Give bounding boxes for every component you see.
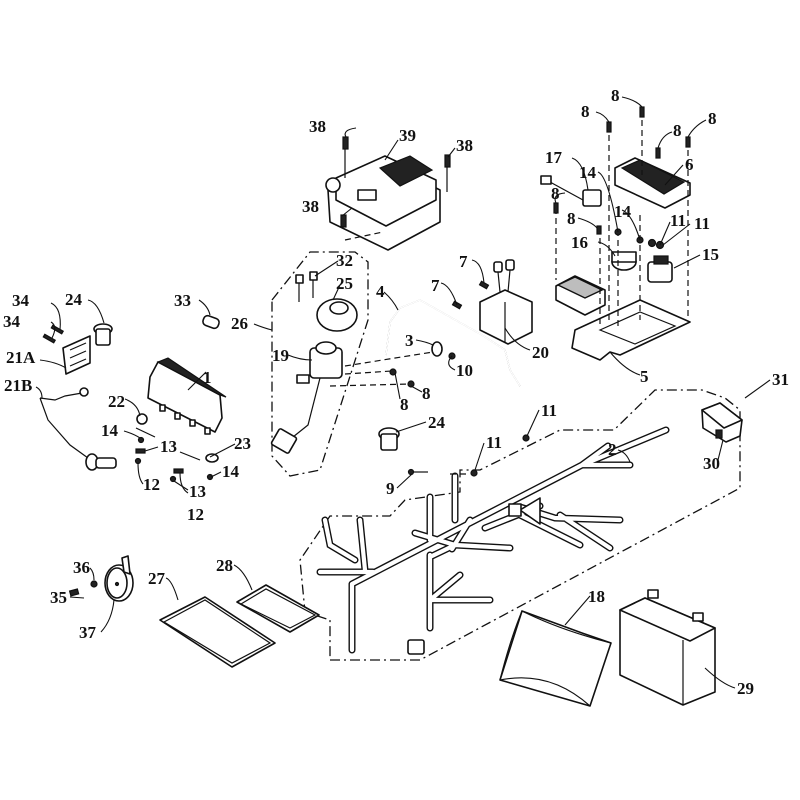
bolt-38a-icon [342,136,349,178]
callout-13a[interactable]: 13 [160,437,177,456]
callout-10[interactable]: 10 [456,361,473,380]
callout-31[interactable]: 31 [772,370,789,389]
callout-4[interactable]: 4 [376,282,385,301]
callout-labels: 38 39 38 38 8 8 8 8 6 17 14 14 8 8 11 11… [3,86,789,698]
fuse-33-part[interactable] [202,314,220,330]
socket-24a-part[interactable] [93,323,113,346]
callout-1[interactable]: 1 [203,368,212,387]
callout-11d[interactable]: 11 [541,401,557,420]
callout-37[interactable]: 37 [79,623,97,642]
pad-18-part[interactable] [499,610,612,707]
horn-37-part[interactable] [68,555,134,602]
pad-27-part[interactable] [159,596,276,668]
callout-24a[interactable]: 24 [65,290,83,309]
harness-connector-9 [407,434,530,477]
leader-lines [35,96,771,689]
clamp-3-part[interactable] [431,341,456,360]
ignition-kit-boundary [271,251,369,477]
callout-7a[interactable]: 7 [459,252,468,271]
callout-27[interactable]: 27 [148,569,166,588]
bolt-38b-icon [444,154,451,192]
callout-39[interactable]: 39 [399,126,416,145]
callout-20[interactable]: 20 [532,343,549,362]
callout-8h[interactable]: 8 [400,395,409,414]
callout-34a[interactable]: 34 [12,291,30,310]
callout-21b[interactable]: 21B [4,376,32,395]
callout-11b[interactable]: 11 [694,214,710,233]
callout-30[interactable]: 30 [703,454,720,473]
callout-38a[interactable]: 38 [309,117,326,136]
callout-3[interactable]: 3 [405,331,414,350]
callout-8d[interactable]: 8 [708,109,717,128]
mounting-plate-part[interactable] [571,299,691,361]
bolt-38c-icon [340,214,347,228]
callout-8b[interactable]: 8 [581,102,590,121]
bracket-23-part[interactable] [179,451,219,463]
voltage-regulator-part[interactable] [479,259,533,345]
callout-7b[interactable]: 7 [431,276,440,295]
callout-26[interactable]: 26 [231,314,248,333]
callout-14a[interactable]: 14 [579,163,597,182]
callout-32[interactable]: 32 [336,251,353,270]
relay-16-part[interactable] [611,251,637,271]
callout-14d[interactable]: 14 [222,462,240,481]
pad-28-part[interactable] [236,584,320,633]
callout-35[interactable]: 35 [50,588,67,607]
bracket-22-part[interactable] [135,413,156,438]
callout-2[interactable]: 2 [608,440,617,459]
callout-8g[interactable]: 8 [422,384,431,403]
callout-19[interactable]: 19 [272,346,289,365]
callout-6[interactable]: 6 [685,155,694,174]
callout-8c[interactable]: 8 [673,121,682,140]
battery-29-part[interactable] [619,589,716,706]
main-harness-part[interactable] [316,426,670,655]
callout-11c[interactable]: 11 [486,433,502,452]
callout-34b[interactable]: 34 [3,312,21,331]
callout-8e[interactable]: 8 [551,184,560,203]
callout-8f[interactable]: 8 [567,209,576,228]
callout-22[interactable]: 22 [108,392,125,411]
callout-38c[interactable]: 38 [302,197,319,216]
callout-9[interactable]: 9 [386,479,395,498]
callout-24b[interactable]: 24 [428,413,446,432]
module-bolts-dashes [553,106,691,330]
callout-14b[interactable]: 14 [614,202,632,221]
callout-16[interactable]: 16 [571,233,588,252]
ignition-switch-19-part[interactable] [270,341,343,454]
callout-8a[interactable]: 8 [611,86,620,105]
control-module-part[interactable] [614,157,691,209]
callout-38b[interactable]: 38 [456,136,473,155]
fuse-box-30-part[interactable] [701,402,743,443]
callout-12b[interactable]: 12 [187,505,204,524]
keys-32-part[interactable] [295,271,318,302]
callout-29[interactable]: 29 [737,679,754,698]
relay-15-part[interactable] [647,255,673,283]
cable-4-part[interactable] [385,299,521,387]
callout-33[interactable]: 33 [174,291,191,310]
callout-21a[interactable]: 21A [6,348,36,367]
callout-23[interactable]: 23 [234,434,251,453]
callout-5[interactable]: 5 [640,367,649,386]
callout-12a[interactable]: 12 [143,475,160,494]
cap-25-part[interactable] [316,298,358,332]
ignition-bolt-dashes [329,351,434,388]
callout-36[interactable]: 36 [73,558,90,577]
relay-17-part[interactable] [540,175,602,207]
callout-14c[interactable]: 14 [101,421,119,440]
callout-17[interactable]: 17 [545,148,563,167]
callout-25[interactable]: 25 [336,274,353,293]
socket-24b-part[interactable] [378,427,400,451]
ecu-part[interactable] [325,155,441,251]
callout-28[interactable]: 28 [216,556,233,575]
fuse-block-part[interactable] [555,275,606,316]
callout-11a[interactable]: 11 [670,211,686,230]
callout-18[interactable]: 18 [588,587,605,606]
instrument-cluster-part[interactable] [147,357,227,435]
switch-panel-21a-part[interactable] [42,324,91,375]
callout-13b[interactable]: 13 [189,482,206,501]
callout-15[interactable]: 15 [702,245,719,264]
lead-21b-part[interactable] [39,387,117,471]
harness-boundary [299,389,741,661]
